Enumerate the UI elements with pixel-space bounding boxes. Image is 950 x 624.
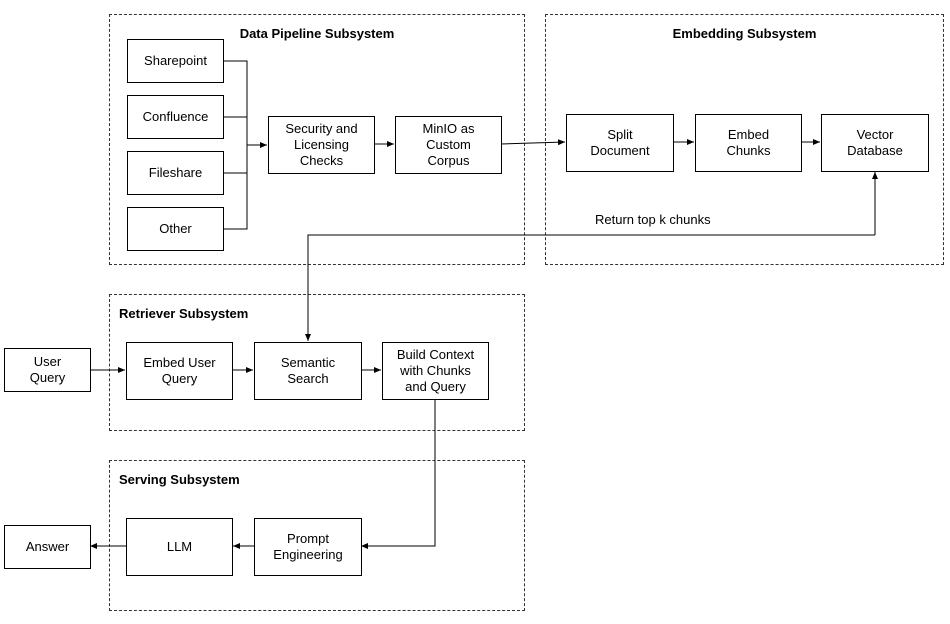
- prompt-engineering-node: Prompt Engineering: [254, 518, 362, 576]
- retriever-subsystem: Retriever Subsystem: [109, 294, 525, 431]
- edge-sharepoint-security: [223, 60, 267, 148]
- answer-node: Answer: [4, 525, 91, 569]
- llm-node: LLM: [126, 518, 233, 576]
- semantic-search-node: Semantic Search: [254, 342, 362, 400]
- edge-build-prompt: [361, 400, 436, 549]
- serving-title: Serving Subsystem: [119, 472, 240, 487]
- sharepoint-node: Sharepoint: [127, 39, 224, 83]
- fileshare-node: Fileshare: [127, 151, 224, 195]
- data-pipeline-title: Data Pipeline Subsystem: [239, 26, 395, 41]
- split-document-node: Split Document: [566, 114, 674, 172]
- security-node: Security and Licensing Checks: [268, 116, 375, 174]
- embedding-title: Embedding Subsystem: [672, 26, 817, 41]
- serving-subsystem: Serving Subsystem: [109, 460, 525, 611]
- build-context-node: Build Context with Chunks and Query: [382, 342, 489, 400]
- retriever-title: Retriever Subsystem: [119, 306, 249, 321]
- user-query-node: User Query: [4, 348, 91, 392]
- minio-node: MinIO as Custom Corpus: [395, 116, 502, 174]
- confluence-node: Confluence: [127, 95, 224, 139]
- return-top-k-label: Return top k chunks: [595, 212, 711, 227]
- vector-database-node: Vector Database: [821, 114, 929, 172]
- embedding-subsystem: Embedding Subsystem: [545, 14, 944, 265]
- edge-minio-split: [500, 139, 566, 146]
- other-node: Other: [127, 207, 224, 251]
- data-pipeline-subsystem: Data Pipeline Subsystem: [109, 14, 525, 265]
- embed-user-query-node: Embed User Query: [126, 342, 233, 400]
- edge-other-security: [223, 145, 248, 230]
- embed-chunks-node: Embed Chunks: [695, 114, 802, 172]
